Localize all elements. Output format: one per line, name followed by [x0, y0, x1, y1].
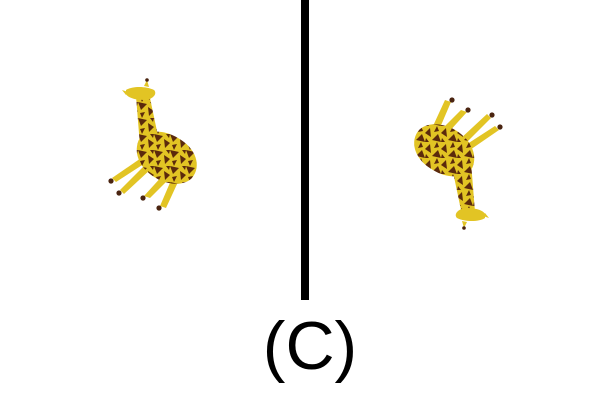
left-panel	[0, 0, 300, 300]
giraffe-image-inverted	[414, 97, 503, 230]
giraffe-image-upright	[108, 78, 197, 211]
vertical-divider	[301, 0, 309, 300]
figure-caption: (C)	[262, 308, 358, 384]
right-panel	[310, 0, 610, 300]
